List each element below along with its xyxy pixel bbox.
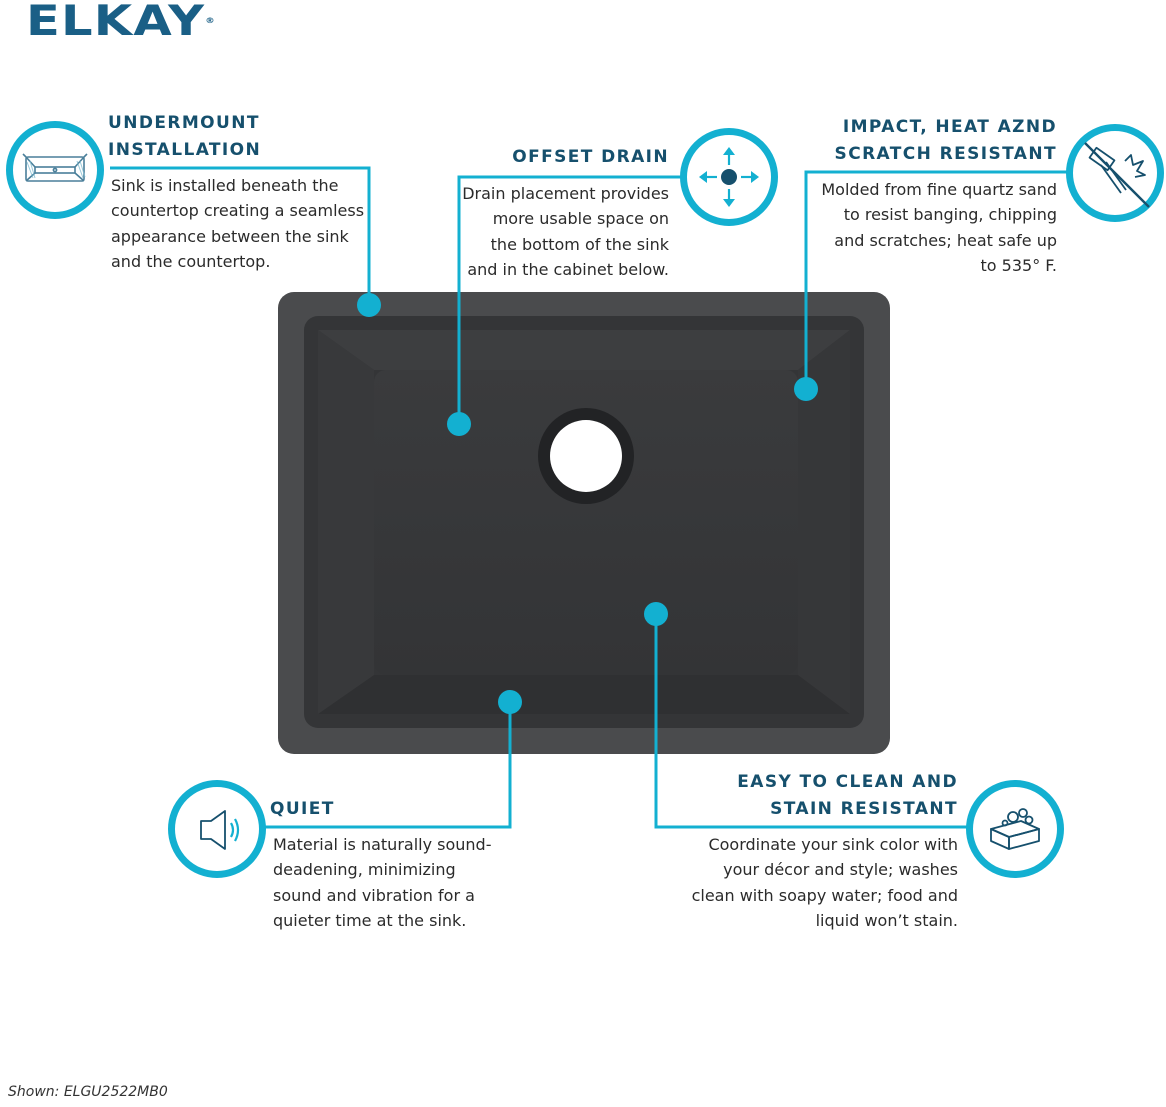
- impact-description: Molded from fine quartz sand to resist b…: [821, 180, 1057, 275]
- callout-dot-easy-clean: [644, 602, 668, 626]
- callout-dot-quiet: [498, 690, 522, 714]
- callout-dot-undermount: [357, 293, 381, 317]
- impact-icon-circle: [1066, 124, 1164, 222]
- undermount-icon-circle: [6, 121, 104, 219]
- sink-illustration: [278, 292, 890, 754]
- easy-clean-description: Coordinate your sink color with your déc…: [691, 835, 958, 930]
- impact-title: IMPACT, HEAT AZND SCRATCH RESISTANT: [834, 117, 1057, 164]
- undermount-sink-icon: [22, 153, 88, 182]
- quiet-icon-circle: [168, 780, 266, 878]
- hammer-impact-icon: [1084, 142, 1150, 208]
- offset-drain-description: Drain placement provides more usable spa…: [462, 184, 669, 279]
- easy-clean-title: EASY TO CLEAN AND STAIN RESISTANT: [737, 772, 958, 819]
- speaker-icon: [200, 810, 240, 850]
- drain-opening: [550, 420, 622, 492]
- soap-sponge-icon: [990, 808, 1040, 850]
- brand-logo: ELKAY®: [26, 0, 215, 45]
- offset-drain-icon-circle: [680, 128, 778, 226]
- undermount-title: UNDERMOUNT INSTALLATION: [108, 113, 262, 160]
- undermount-description: Sink is installed beneath the countertop…: [111, 176, 365, 271]
- offset-drain-arrows-icon: [699, 147, 759, 207]
- callout-dot-impact: [794, 377, 818, 401]
- quiet-title: QUIET: [270, 799, 335, 819]
- offset-drain-title: OFFSET DRAIN: [512, 147, 669, 167]
- easy-clean-icon-circle: [966, 780, 1064, 878]
- model-caption: Shown: ELGU2522MB0: [8, 1084, 168, 1100]
- callout-dot-offset-drain: [447, 412, 471, 436]
- quiet-description: Material is naturally sound- deadening, …: [273, 835, 492, 930]
- sink-basin-floor: [374, 370, 798, 675]
